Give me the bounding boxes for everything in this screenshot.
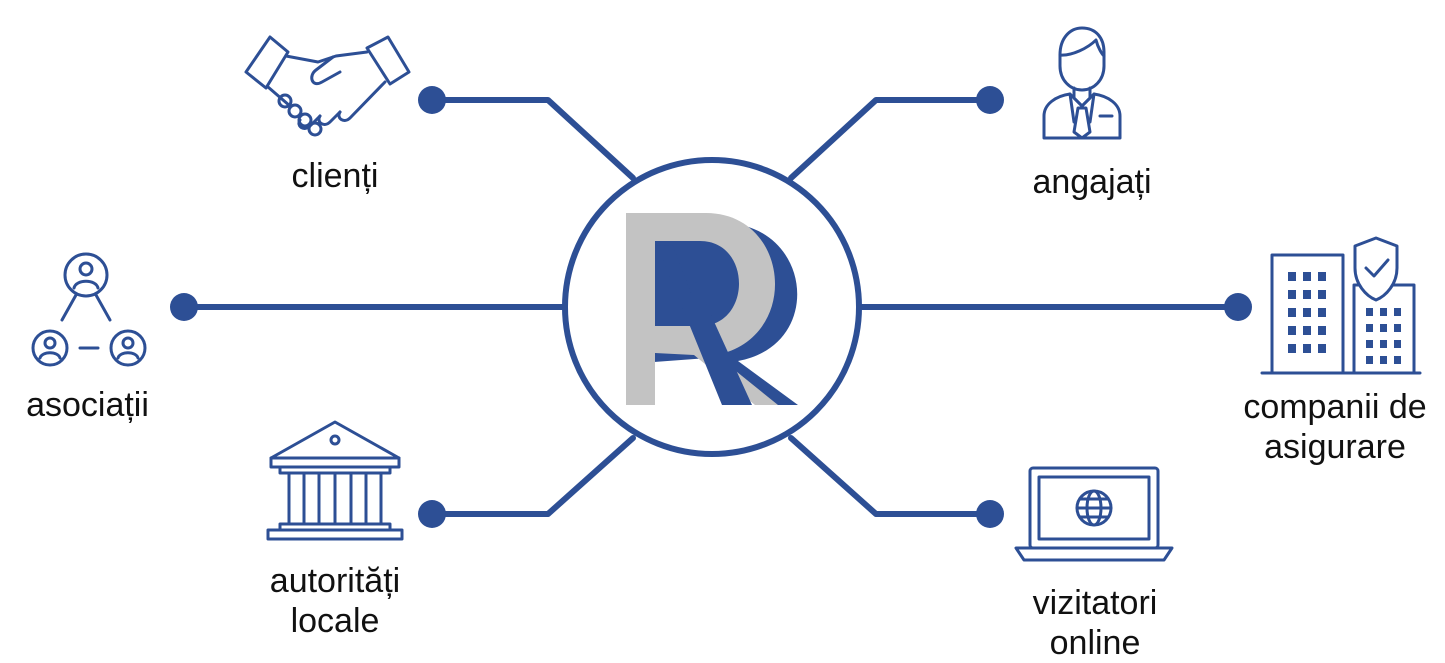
- label-angajati: angajați: [1012, 162, 1172, 202]
- label-asociatii: asociații: [0, 385, 175, 425]
- label-vizitatori: vizitatori online: [1005, 583, 1185, 663]
- label-autoritati-line-2: locale: [290, 602, 380, 640]
- label-clienti: clienți: [255, 156, 415, 196]
- label-companii: companii de asigurare: [1230, 387, 1440, 467]
- connector-angajati: [788, 97, 993, 181]
- connector-dot-clienti: [418, 86, 446, 114]
- connector-dot-companii: [1224, 293, 1252, 321]
- network-people-icon: [31, 252, 147, 367]
- employee-icon: [1042, 26, 1122, 140]
- government-building-icon: [266, 420, 404, 541]
- connector-dot-vizitatori: [976, 500, 1004, 528]
- laptop-globe-icon: [1014, 466, 1174, 562]
- label-autoritati: autorități locale: [240, 561, 430, 641]
- connector-vizitatori: [788, 435, 993, 517]
- label-asociatii-line-1: asociații: [26, 386, 149, 424]
- label-vizitatori-line-1: vizitatori: [1032, 584, 1158, 622]
- connector-clienti: [429, 97, 636, 181]
- label-vizitatori-line-2: online: [1049, 624, 1141, 662]
- label-autoritati-line-1: autorități: [269, 562, 401, 600]
- building-windows: [1288, 272, 1401, 364]
- label-companii-line-2: asigurare: [1264, 428, 1406, 466]
- ar-monogram-logo: [626, 213, 798, 405]
- connector-dot-autoritati: [418, 500, 446, 528]
- label-clienti-line-1: clienți: [291, 157, 379, 195]
- insurance-building-icon: [1260, 236, 1422, 375]
- label-angajati-line-1: angajați: [1032, 163, 1152, 201]
- handshake-icon: [244, 35, 411, 137]
- connector-autoritati: [429, 435, 636, 517]
- connector-dot-asociatii: [170, 293, 198, 321]
- connector-dot-angajati: [976, 86, 1004, 114]
- label-companii-line-1: companii de: [1243, 388, 1427, 426]
